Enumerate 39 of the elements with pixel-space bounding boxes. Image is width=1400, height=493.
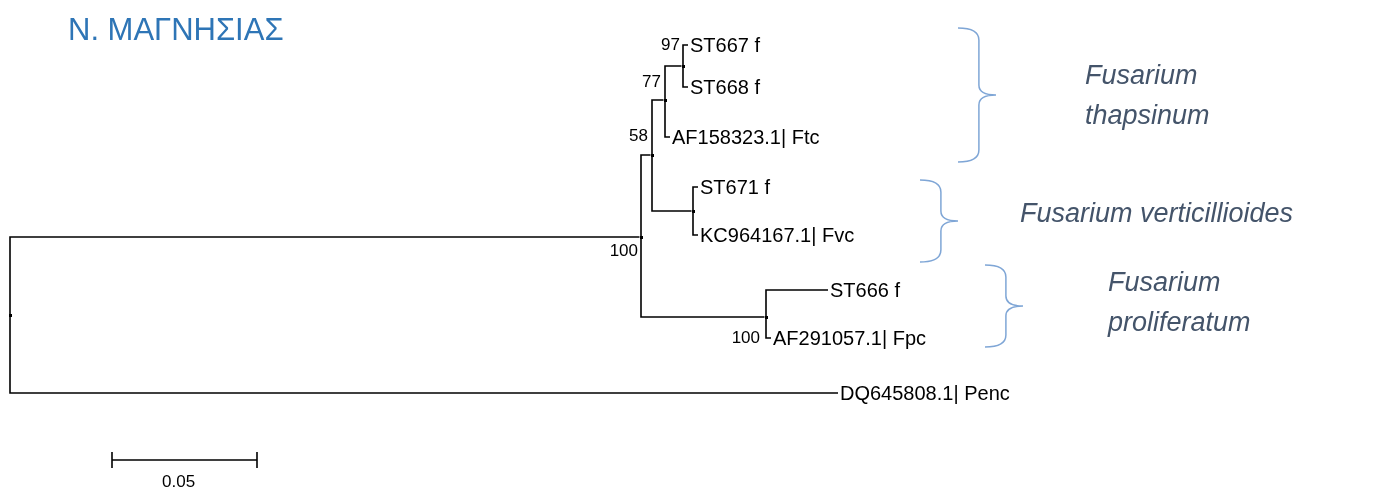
- tree-branch: [640, 154, 652, 238]
- taxon-label: ST668 f: [690, 75, 761, 99]
- taxon-label: DQ645808.1| Penc: [840, 381, 1010, 405]
- clade-label: Fusarium thapsinum: [1085, 59, 1211, 132]
- taxon-label: KC964167.1| Fvc: [700, 223, 855, 247]
- taxon-label: ST667 f: [690, 33, 761, 57]
- bootstrap-value: 58: [629, 126, 648, 146]
- tree-branch: [640, 236, 766, 318]
- branch-node: [691, 209, 695, 213]
- branch-node: [650, 153, 654, 157]
- tree-branch: [651, 99, 665, 156]
- branch-node: [681, 64, 685, 68]
- branch-node: [663, 98, 667, 102]
- taxon-label: AF291057.1| Fpc: [773, 326, 927, 350]
- tree-branch: [765, 289, 829, 318]
- branch-node: [639, 235, 643, 239]
- taxon-label: AF158323.1| Ftc: [672, 125, 820, 149]
- tree-branch: [664, 65, 683, 101]
- taxon-label: ST666 f: [830, 278, 901, 302]
- tree-branch: [765, 316, 772, 339]
- tree-branch: [664, 99, 671, 138]
- tree-branch: [682, 65, 689, 88]
- branch-node: [8, 313, 12, 317]
- tree-branch: [651, 154, 693, 212]
- bootstrap-value: 77: [642, 72, 661, 92]
- taxon-label: ST671 f: [700, 175, 771, 199]
- tree-branch: [692, 210, 699, 236]
- scale-value: 0.05: [162, 472, 196, 492]
- clade-label: Fusarium verticillioides: [1020, 197, 1295, 230]
- tree-branch: [682, 44, 689, 67]
- bootstrap-value: 100: [609, 241, 638, 261]
- tree-branch: [692, 186, 699, 212]
- bootstrap-value: 100: [731, 328, 760, 348]
- tree-branch: [9, 314, 839, 394]
- tree-branch: [9, 236, 641, 316]
- clade-label: Fusarium proliferatum: [1108, 266, 1252, 339]
- branch-node: [764, 315, 768, 319]
- bootstrap-value: 97: [661, 35, 680, 55]
- diagram-title: Ν. ΜΑΓΝΗΣΙΑΣ: [68, 12, 284, 48]
